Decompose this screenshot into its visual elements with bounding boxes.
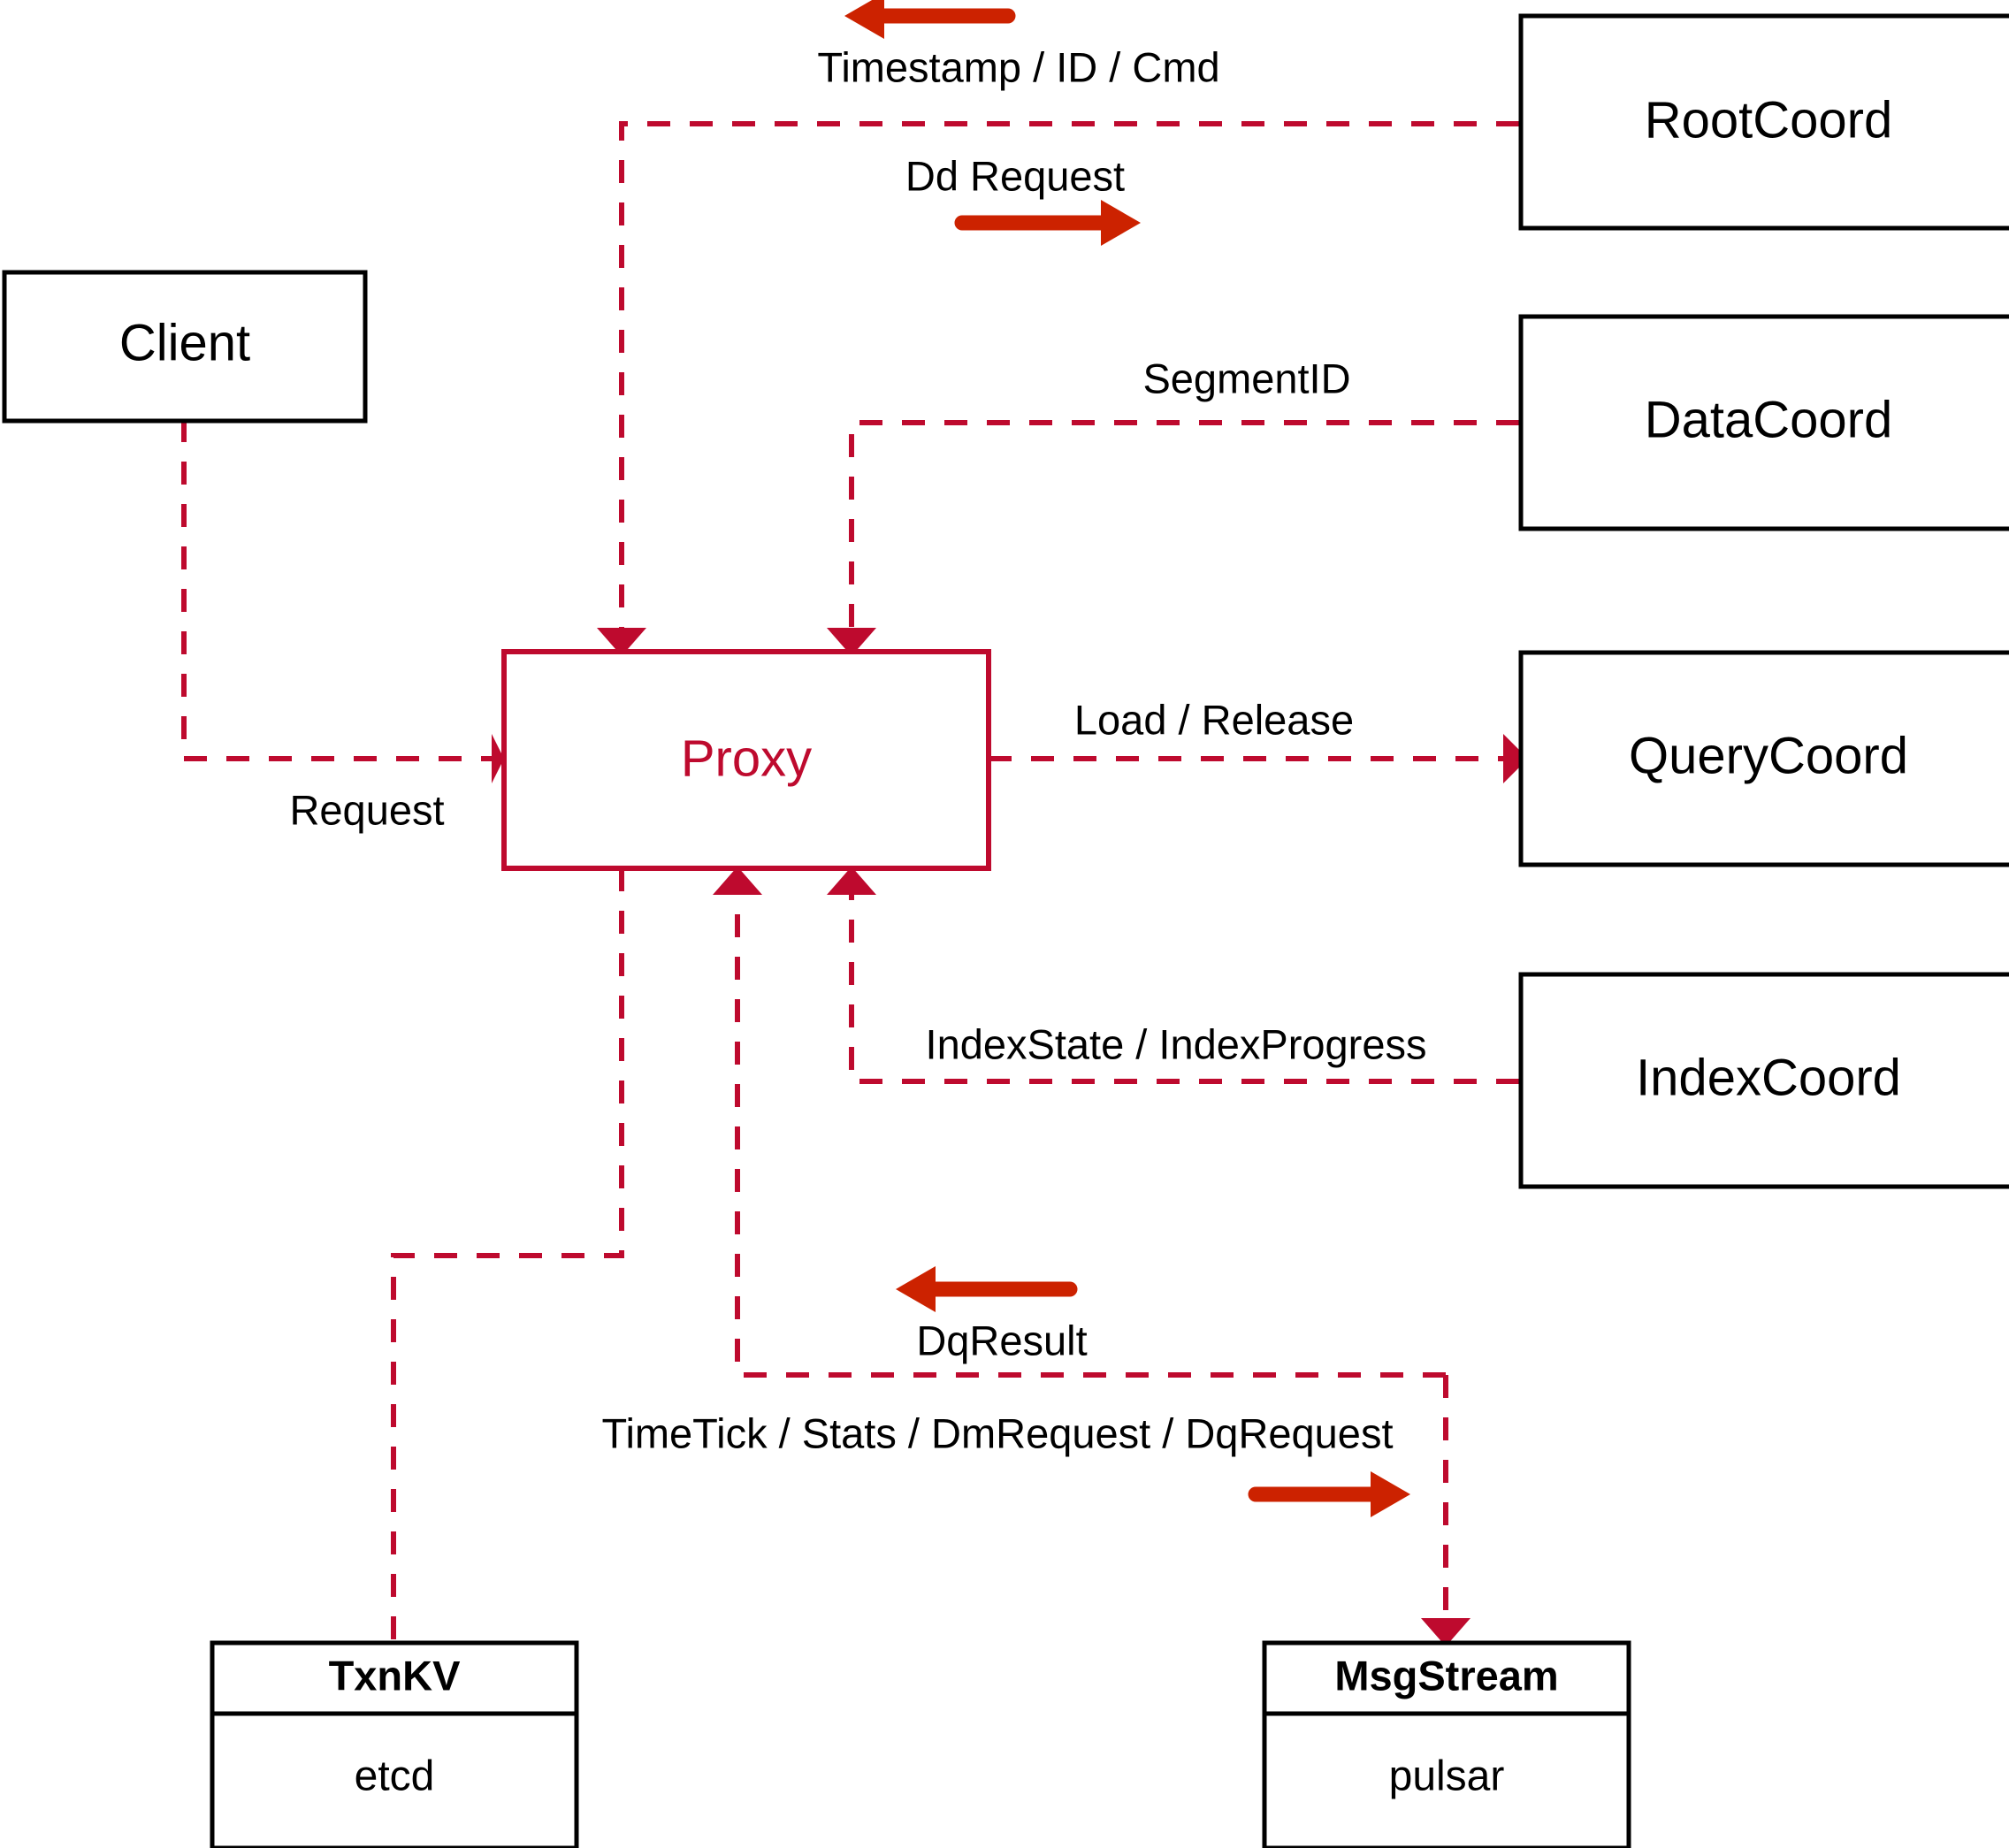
node-msgstream[interactable]: MsgStream pulsar: [1262, 1640, 1631, 1848]
node-rootcoord[interactable]: RootCoord: [1518, 13, 2009, 231]
indexcoord-label: IndexCoord: [1636, 1049, 1901, 1106]
flow-proxy-to-txnkv: [391, 868, 624, 1645]
txnkv-body-label: etcd: [355, 1753, 435, 1800]
flow-client-to-proxy: [181, 419, 492, 761]
edge-label-load-release: Load / Release: [1074, 696, 1354, 743]
rootcoord-label: RootCoord: [1645, 91, 1892, 149]
edge-label-segment-id: SegmentID: [1142, 355, 1350, 401]
msgstream-box: [1262, 1640, 1631, 1848]
datacoord-label: DataCoord: [1645, 391, 1892, 448]
arrowhead-rootcoord-to-proxy: [597, 628, 646, 656]
msgstream-header-label: MsgStream: [1334, 1652, 1558, 1699]
node-indexcoord[interactable]: IndexCoord: [1518, 972, 2009, 1189]
indexcoord-box: [1518, 972, 2009, 1189]
edge-label-timetick-stats: TimeTick / Stats / DmRequest / DqRequest: [601, 1409, 1393, 1456]
arrowhead-to-querycoord: [1503, 734, 1528, 783]
client-label: Client: [119, 314, 250, 371]
querycoord-label: QueryCoord: [1629, 727, 1908, 784]
node-proxy[interactable]: Proxy: [501, 649, 991, 871]
arrowhead-to-msgstream: [1421, 1618, 1470, 1646]
arrowhead-client-to-proxy: [492, 734, 504, 783]
flow-datacoord-proxy: [849, 420, 1519, 628]
direction-arrow-left-timestamp: [844, 0, 1016, 39]
arrowhead-datacoord-to-proxy: [827, 628, 876, 656]
direction-arrow-right-timetick: [1248, 1471, 1410, 1517]
msgstream-body-label: pulsar: [1389, 1753, 1505, 1800]
rootcoord-box: [1518, 13, 2009, 231]
edge-label-request: Request: [289, 786, 444, 833]
arrowhead-msgstream-to-proxy: [713, 867, 762, 895]
proxy-label: Proxy: [681, 729, 812, 787]
flow-rootcoord-proxy: [619, 121, 1519, 628]
edge-label-dd-request: Dd Request: [905, 152, 1125, 199]
node-txnkv[interactable]: TxnKV etcd: [210, 1640, 579, 1848]
txnkv-box: [210, 1640, 579, 1848]
datacoord-box: [1518, 314, 2009, 531]
flow-msgstream-to-proxy: [735, 895, 1446, 1378]
edge-label-timestamp-id-cmd: Timestamp / ID / Cmd: [817, 43, 1219, 90]
node-datacoord[interactable]: DataCoord: [1518, 314, 2009, 531]
edge-label-dq-result: DqResult: [916, 1317, 1087, 1363]
proxy-box: [501, 649, 991, 871]
direction-arrow-right-ddrequest: [954, 200, 1141, 246]
node-client[interactable]: Client: [2, 270, 368, 424]
edge-label-index-state-progress: IndexState / IndexProgress: [926, 1020, 1427, 1067]
flow-indexcoord-proxy: [849, 895, 1519, 1084]
querycoord-box: [1518, 650, 2009, 867]
client-box: [2, 270, 368, 424]
node-querycoord[interactable]: QueryCoord: [1518, 650, 2009, 867]
arrowhead-indexcoord-to-proxy: [827, 867, 876, 895]
direction-arrow-left-dqresult: [896, 1266, 1078, 1312]
txnkv-header-label: TxnKV: [329, 1652, 462, 1699]
